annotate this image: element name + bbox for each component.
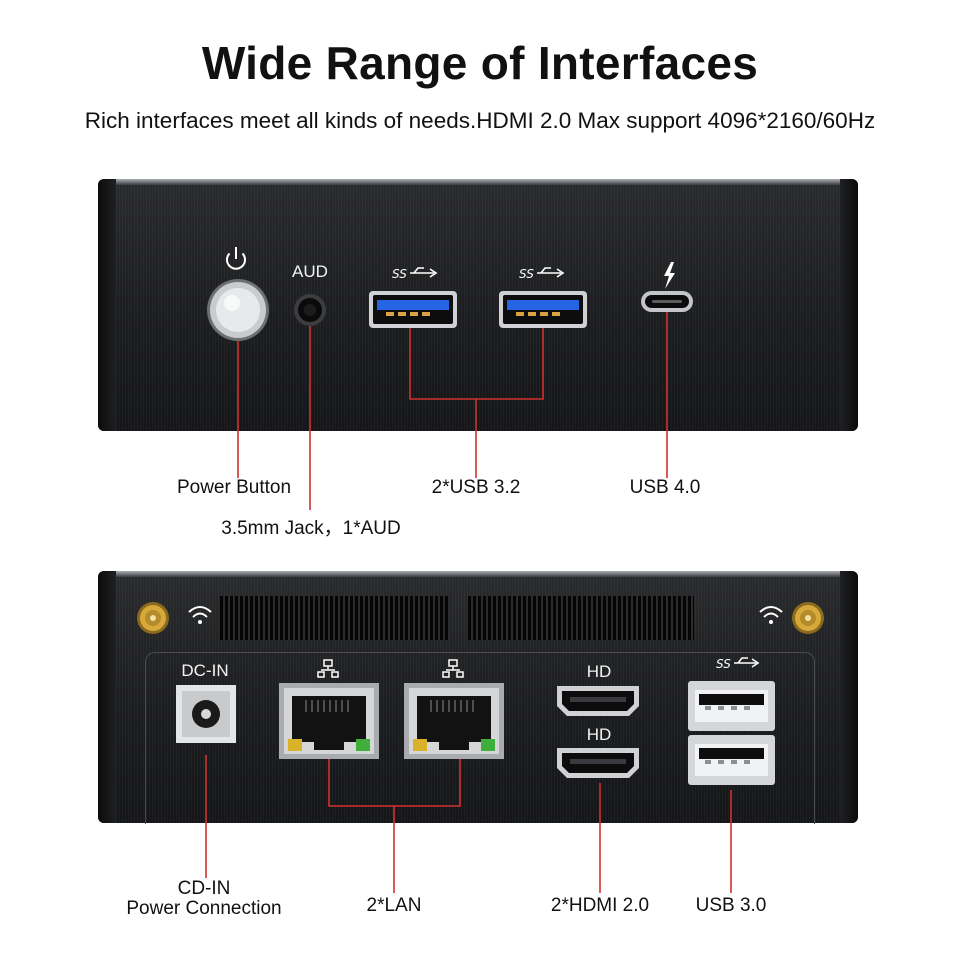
callout-lan: 2*LAN xyxy=(366,895,422,916)
page-subtitle: Rich interfaces meet all kinds of needs.… xyxy=(84,108,876,133)
hdmi-label-1: HD xyxy=(586,662,612,681)
callout-hdmi: 2*HDMI 2.0 xyxy=(550,895,650,916)
hdmi-label-2: HD xyxy=(586,725,612,744)
vent-right xyxy=(468,596,694,640)
front-panel xyxy=(98,179,858,431)
panel-top-edge xyxy=(98,571,858,577)
vent-left xyxy=(220,596,450,640)
callout-power-button: Power Button xyxy=(176,477,292,498)
panel-top-edge xyxy=(98,179,858,185)
callout-usb32: 2*USB 3.2 xyxy=(431,477,521,498)
panel-left-end xyxy=(98,571,116,823)
panel-right-end xyxy=(840,571,858,823)
page-title: Wide Range of Interfaces xyxy=(201,37,759,89)
io-inset xyxy=(145,652,815,824)
panel-left-end xyxy=(98,179,116,431)
panel-right-end xyxy=(840,179,858,431)
callout-audio-jack: 3.5mm Jack，1*AUD xyxy=(221,518,401,539)
callout-dc-in: CD-IN Power Connection xyxy=(104,879,304,919)
callout-usb30: USB 3.0 xyxy=(695,895,767,916)
callout-dc-in-line2: Power Connection xyxy=(126,898,282,919)
aud-label: AUD xyxy=(292,262,328,281)
callout-usb40: USB 4.0 xyxy=(629,477,701,498)
dc-in-label: DC-IN xyxy=(181,661,229,680)
callout-dc-in-line1: CD-IN xyxy=(177,878,231,899)
